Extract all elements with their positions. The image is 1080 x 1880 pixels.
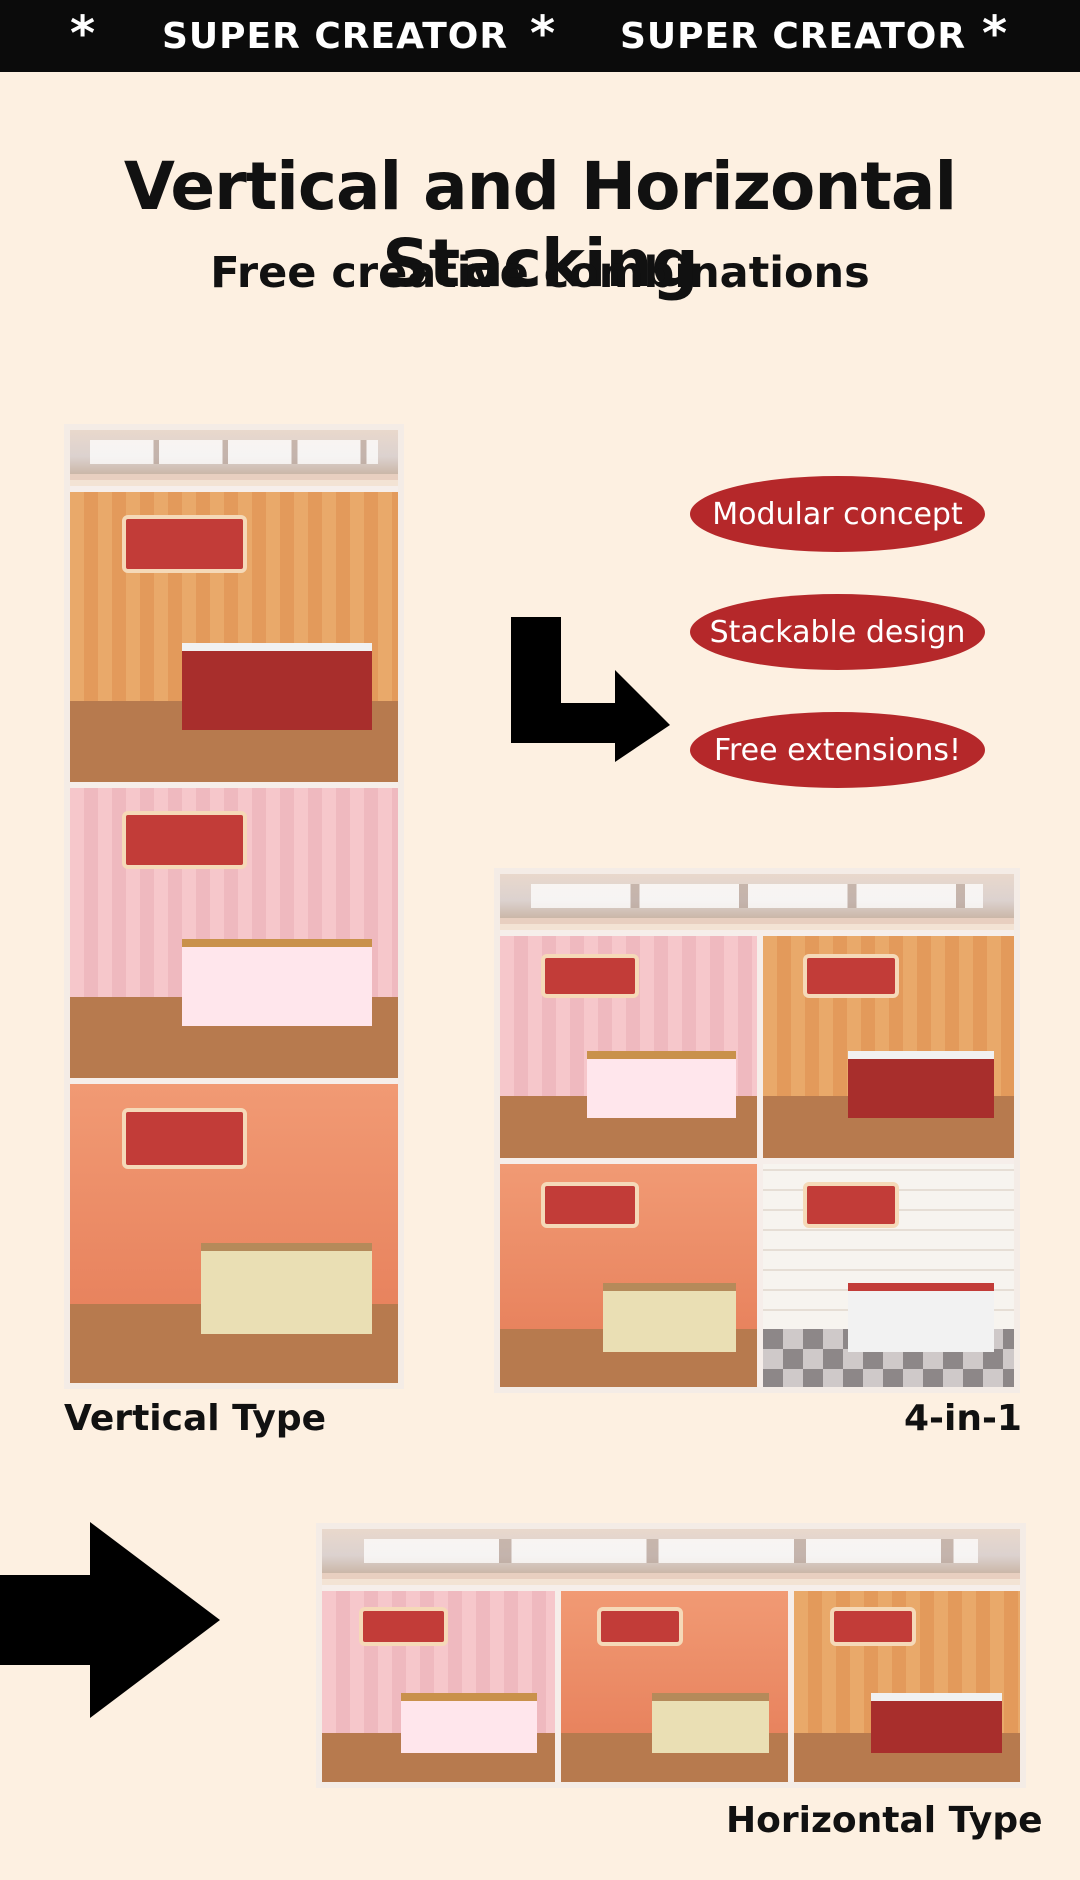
flower-shop-room bbox=[555, 1585, 788, 1782]
glass-roof bbox=[70, 430, 398, 480]
feature-pill-extensions: Free extensions! bbox=[690, 712, 985, 788]
ice-cream-room bbox=[757, 930, 1014, 1158]
ice-cream-room bbox=[787, 1585, 1020, 1782]
star-icon: * bbox=[982, 6, 1009, 62]
bakery-room bbox=[322, 1585, 556, 1782]
l-arrow-icon bbox=[511, 617, 670, 762]
horizontal-dollhouse-image bbox=[316, 1523, 1026, 1788]
ice-cream-room bbox=[70, 486, 398, 782]
diner-room bbox=[757, 1158, 1014, 1387]
vertical-type-label: Vertical Type bbox=[64, 1398, 327, 1439]
horizontal-type-label: Horizontal Type bbox=[726, 1800, 1043, 1841]
glass-roof bbox=[322, 1529, 1020, 1579]
star-icon: * bbox=[70, 6, 97, 62]
right-arrow-icon bbox=[0, 1522, 220, 1718]
flower-shop-room bbox=[500, 1158, 757, 1387]
bakery-room bbox=[500, 930, 757, 1158]
vertical-dollhouse-image bbox=[64, 424, 404, 1389]
page-subtitle: Free creative combinations bbox=[210, 248, 870, 298]
flower-shop-room bbox=[70, 1078, 398, 1383]
glass-roof bbox=[500, 874, 1014, 924]
four-in-one-label: 4-in-1 bbox=[904, 1398, 1022, 1439]
feature-pill-modular: Modular concept bbox=[690, 476, 985, 552]
feature-pill-stackable: Stackable design bbox=[690, 594, 985, 670]
brand-text-right: SUPER CREATOR bbox=[620, 16, 967, 57]
star-icon: * bbox=[530, 6, 557, 62]
page-title: Vertical and Horizontal Stacking bbox=[123, 148, 957, 302]
bakery-room bbox=[70, 782, 398, 1078]
brand-text-left: SUPER CREATOR bbox=[162, 16, 509, 57]
top-banner: * SUPER CREATOR * SUPER CREATOR * bbox=[0, 0, 1080, 72]
four-in-one-dollhouse-image bbox=[494, 868, 1020, 1393]
